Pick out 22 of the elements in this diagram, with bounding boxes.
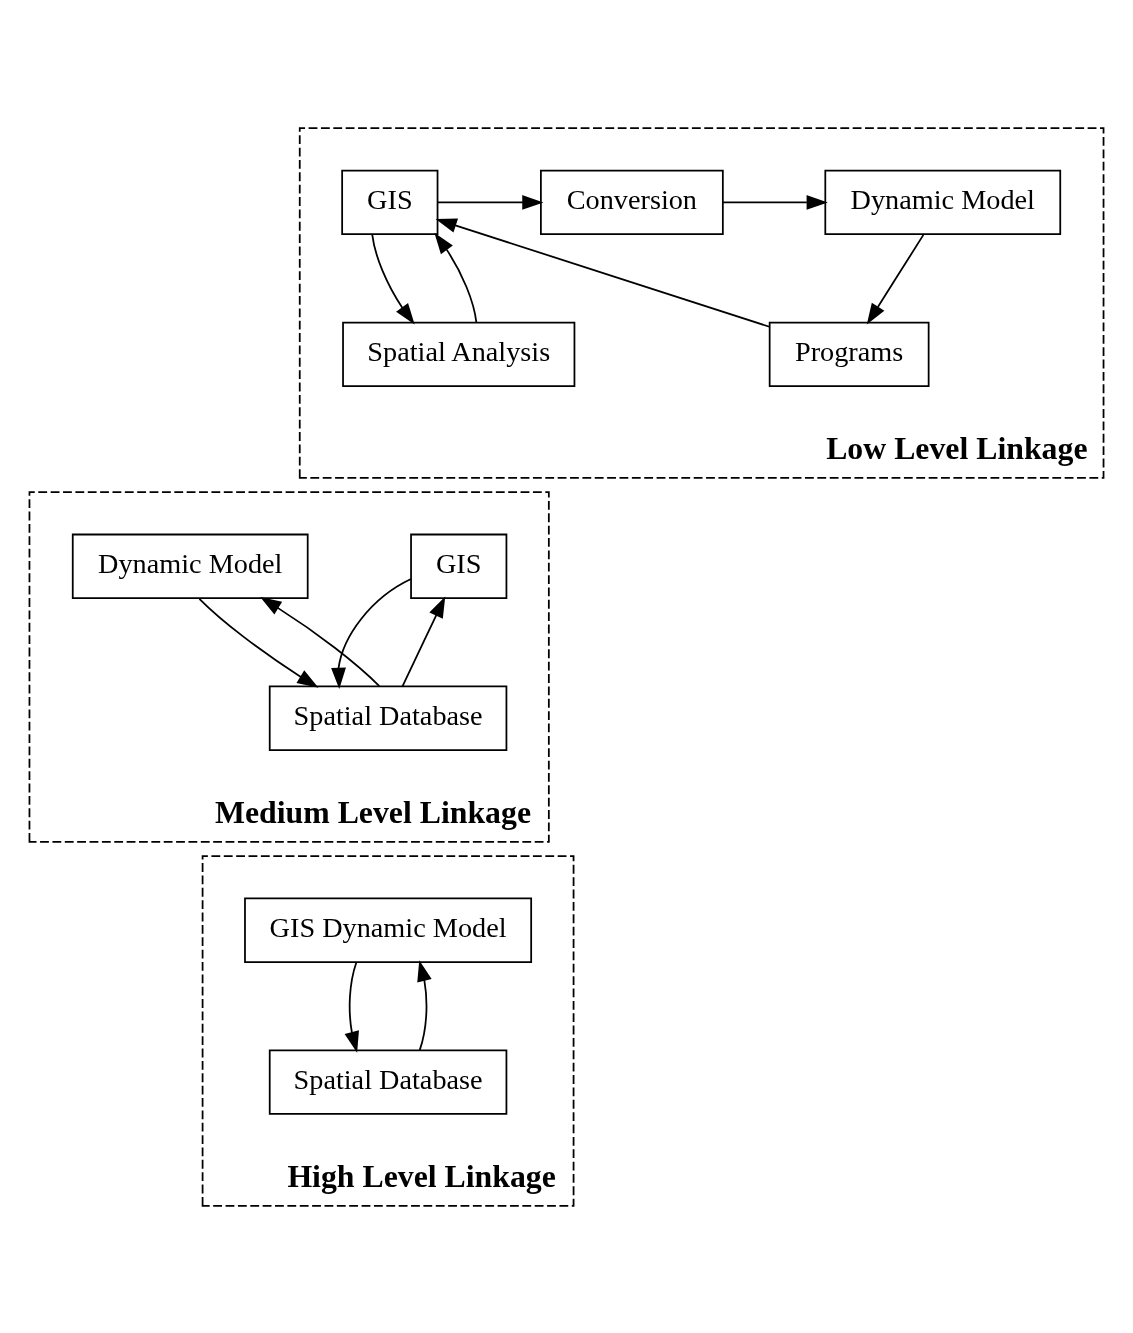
node-box: Spatial Analysis <box>342 321 576 387</box>
arrow <box>417 959 432 1051</box>
arrow <box>344 961 359 1053</box>
arrow <box>371 233 415 324</box>
arrow <box>401 595 446 687</box>
node-box: Dynamic Model <box>824 169 1062 235</box>
arrow <box>260 596 381 687</box>
node-box: GIS <box>410 533 508 599</box>
node-box: Spatial Database <box>268 1048 508 1115</box>
arrow <box>435 217 771 328</box>
arrow <box>434 232 478 323</box>
arrow <box>331 577 412 689</box>
arrow <box>436 194 544 210</box>
node-box: GIS Dynamic Model <box>244 897 533 963</box>
node-box: Dynamic Model <box>71 533 309 599</box>
node-box: Spatial Database <box>268 685 508 751</box>
node-box: Conversion <box>540 169 724 235</box>
node-box: Programs <box>768 321 930 387</box>
arrow <box>722 194 828 210</box>
node-box: GIS <box>341 169 439 235</box>
arrow <box>866 233 925 325</box>
arrow <box>198 597 319 688</box>
